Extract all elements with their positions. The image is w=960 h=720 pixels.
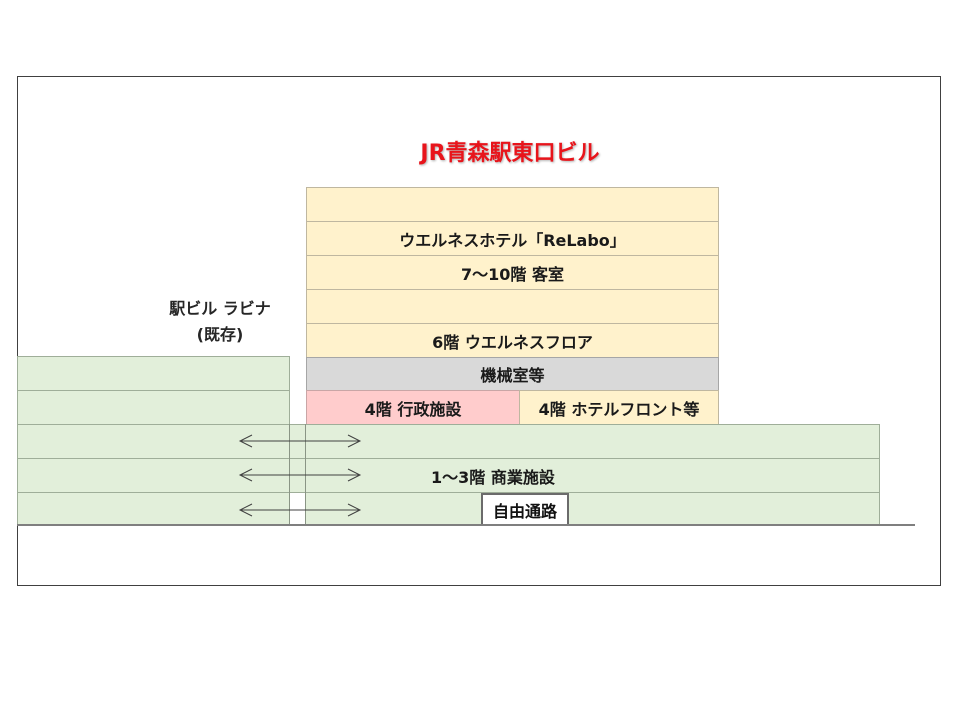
existing-building-name: 駅ビル ラビナ: [169, 299, 271, 318]
tower-row-guest-rooms: 7〜10階 客室: [306, 255, 719, 290]
free-passage-label: 自由通路: [481, 493, 569, 526]
machine-room-floor: 機械室等: [306, 357, 719, 391]
floor4-admin-facility: 4階 行政施設: [306, 390, 520, 425]
double-arrow-icon: [238, 503, 362, 517]
tower-row-top: [306, 187, 719, 222]
existing-building-floor-4: [17, 390, 290, 425]
tower-row-hotel-name: ウエルネスホテル「ReLabo」: [306, 221, 719, 256]
existing-building-note: (既存): [196, 325, 244, 344]
commercial-floor-2: 1〜3階 商業施設: [17, 458, 880, 493]
tower-row-wellness-floor: 6階 ウエルネスフロア: [306, 323, 719, 358]
double-arrow-icon: [238, 468, 362, 482]
existing-building-label: 駅ビル ラビナ (既存): [150, 296, 290, 348]
commercial-floor-1: [17, 492, 880, 526]
ground-floor-gap: [290, 493, 305, 525]
commercial-label: 1〜3階 商業施設: [431, 467, 555, 487]
tower-row-blank: [306, 289, 719, 324]
building-title: JR青森駅東口ビル: [420, 141, 600, 166]
existing-building-floor-5: [17, 356, 290, 391]
floor4-hotel-front: 4階 ホテルフロント等: [519, 390, 719, 425]
ground-line: [17, 524, 915, 526]
commercial-floor-3: [17, 424, 880, 459]
double-arrow-icon: [238, 434, 362, 448]
